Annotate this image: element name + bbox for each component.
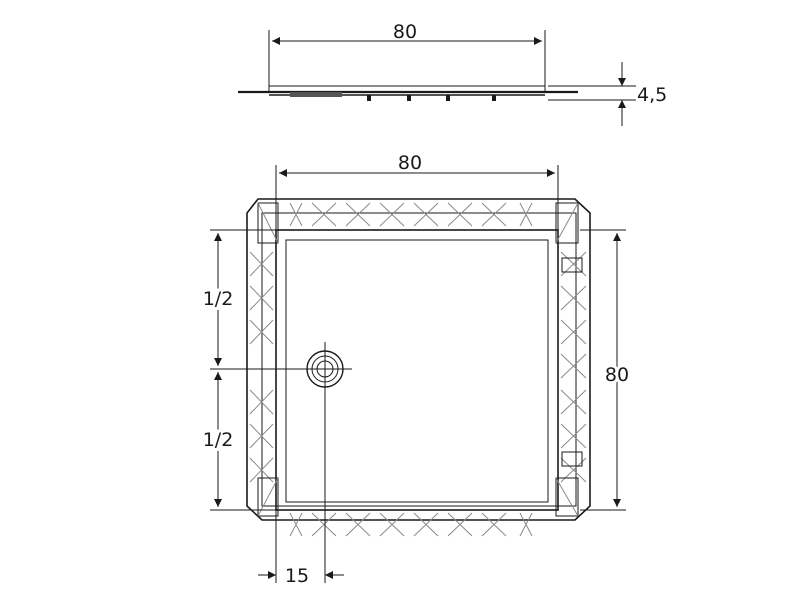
drain xyxy=(296,342,352,583)
side-width-label: 80 xyxy=(393,21,417,43)
side-view: 80 4,5 xyxy=(238,21,667,126)
drain-outer-ring xyxy=(306,350,344,388)
tray-outline xyxy=(275,229,559,511)
left-upper-label: 1/2 xyxy=(203,288,234,310)
plan-width-label: 80 xyxy=(398,152,422,174)
frame-lattice-bottom xyxy=(289,512,533,537)
tray-profile xyxy=(238,85,578,101)
drain-inner-ring xyxy=(316,360,334,378)
drain-middle-ring xyxy=(311,355,339,383)
foot-top-left xyxy=(257,202,279,244)
support-frame-outline xyxy=(246,198,591,521)
foot-top-right xyxy=(555,202,579,244)
plan-view: 80 xyxy=(200,152,632,587)
foot-bottom-left xyxy=(257,477,279,517)
support-frame-inner xyxy=(261,212,577,507)
right-height-label: 80 xyxy=(605,364,629,386)
tray-basin xyxy=(285,239,549,503)
foot-right-lower xyxy=(561,451,583,467)
side-height-label: 4,5 xyxy=(637,84,667,106)
drain-offset-label: 15 xyxy=(285,565,309,587)
frame-lattice-left xyxy=(249,251,274,483)
foot-bottom-right xyxy=(555,477,579,517)
frame-lattice-right xyxy=(560,251,587,483)
left-lower-label: 1/2 xyxy=(203,429,234,451)
frame-lattice-top xyxy=(289,202,533,227)
corner-feet xyxy=(257,202,583,517)
foot-right-upper xyxy=(561,257,583,273)
